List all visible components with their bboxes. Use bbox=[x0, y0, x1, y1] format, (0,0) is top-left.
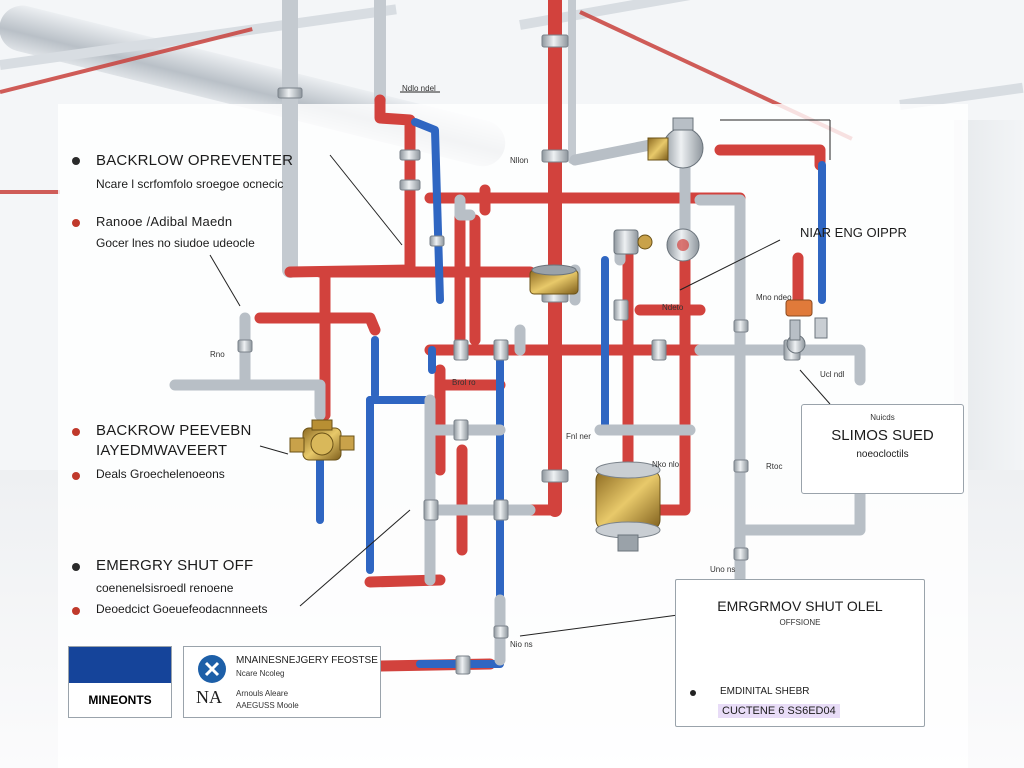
steel-pipe bbox=[734, 484, 866, 536]
hot-pipe bbox=[714, 144, 826, 171]
pipe-tag: Rno bbox=[210, 350, 225, 359]
bullet-icon bbox=[72, 472, 80, 480]
leader-line bbox=[329, 154, 403, 246]
bullet-icon bbox=[72, 563, 80, 571]
emergency-desc-2: Deoedcict Goeuefeodacnnneets bbox=[96, 602, 268, 616]
coupling bbox=[733, 547, 749, 561]
steel-pipe bbox=[169, 379, 326, 421]
pipe-tag: Ndeto bbox=[662, 303, 684, 312]
leader-line bbox=[209, 254, 241, 307]
coupling bbox=[733, 459, 749, 473]
coupling bbox=[651, 339, 667, 361]
coupling bbox=[541, 149, 569, 163]
coupling bbox=[613, 299, 629, 321]
leader-line bbox=[519, 614, 679, 637]
pipe-tag: Nio ns bbox=[510, 640, 533, 649]
backflow-preventer-desc: Ncare l scrfomfolo sroegoe ocnecic bbox=[96, 177, 284, 191]
emergency-box-line2: CUCTENE 6 SS6ED04 bbox=[718, 704, 840, 718]
bullet-icon bbox=[690, 690, 696, 696]
legend-blue-card: MINEONTS bbox=[68, 646, 172, 718]
pipe-tag: Ndlo ndel bbox=[402, 84, 436, 93]
pipe-tag: Ucl ndl bbox=[820, 370, 845, 379]
coupling bbox=[277, 87, 303, 99]
legend-logo-card: MNAINESNEJGERY FEOSTSE Ncare Ncoleg NA A… bbox=[183, 646, 381, 718]
backflow-preventer-title: BACKRLOW OPREVENTER bbox=[96, 152, 294, 169]
cold-water-lines bbox=[316, 118, 826, 668]
pipe-tag: Brol ro bbox=[452, 378, 476, 387]
coupling bbox=[493, 339, 509, 361]
leader-line bbox=[299, 509, 411, 607]
main-valve bbox=[613, 117, 704, 262]
backflow-2-desc: Deals Groechelenoeons bbox=[96, 467, 225, 481]
coupling bbox=[493, 625, 509, 639]
check-valve bbox=[785, 299, 828, 354]
ceiling-truss bbox=[0, 190, 60, 194]
pipe-tag: Nko nlo bbox=[652, 460, 680, 469]
coupling bbox=[399, 179, 421, 191]
legend-blue-text: MINEONTS bbox=[88, 693, 152, 707]
bullet-icon bbox=[72, 428, 80, 436]
legend-logo-line2: AAEGUSS Moole bbox=[236, 701, 299, 710]
hot-pipe bbox=[254, 312, 381, 336]
gate-valve bbox=[529, 264, 579, 295]
solenoid-desc: noeocloctils bbox=[856, 449, 909, 460]
coupling bbox=[399, 149, 421, 161]
pipe-tag: Nllon bbox=[510, 156, 529, 165]
emergency-title: EMERGRY SHUT OFF bbox=[96, 557, 254, 574]
leader-line bbox=[259, 445, 289, 455]
backflow-preventer-valve bbox=[289, 419, 355, 461]
emergency-desc: coenenelsisroedl renoene bbox=[96, 581, 234, 595]
risers bbox=[282, 0, 576, 517]
steel-pipe bbox=[694, 344, 866, 386]
emergency-box-small: OFFSIONE bbox=[779, 618, 821, 627]
legend-logo-mark: NA bbox=[196, 687, 222, 707]
coupling bbox=[453, 419, 469, 441]
coupling bbox=[541, 34, 569, 48]
leader-line bbox=[799, 369, 831, 405]
legend-logo-line1: Arnouls Aleare bbox=[236, 689, 289, 698]
coupling bbox=[541, 469, 569, 483]
pressure-item-title: Ranooe /Adibal Maedn bbox=[96, 214, 233, 229]
emergency-box-title: EMRGRMOV SHUT OLEL bbox=[717, 598, 883, 614]
coupling bbox=[429, 235, 445, 247]
bullet-icon bbox=[72, 157, 80, 165]
hot-pipe bbox=[654, 224, 691, 516]
legend-logo-title: MNAINESNEJGERY FEOSTSE bbox=[236, 655, 378, 666]
pressure-item-desc: Gocer lnes no siudoe udeocle bbox=[96, 236, 255, 250]
legend-band bbox=[69, 647, 171, 683]
coupling bbox=[493, 499, 509, 521]
coupling bbox=[455, 655, 471, 675]
steel-pipe bbox=[454, 194, 476, 221]
brand-logo-icon bbox=[198, 655, 226, 683]
emergency-box-line1: EMDINITAL SHEBR bbox=[720, 686, 810, 697]
leader-lines bbox=[209, 91, 831, 637]
main-shutoff-label: NIAR ENG OIPPR bbox=[800, 225, 907, 240]
legend-logo-sub: Ncare Ncoleg bbox=[236, 669, 285, 678]
pipe-tag: Rtoc bbox=[766, 462, 783, 471]
leader-line bbox=[679, 239, 781, 291]
backflow-2-title-2: IAYEDMWAVEERT bbox=[96, 442, 228, 459]
pressure-tank bbox=[595, 461, 661, 552]
hot-pipe bbox=[284, 94, 416, 278]
solenoid-title: SLIMOS SUED bbox=[831, 427, 934, 444]
steel-pipe bbox=[569, 139, 656, 166]
pipe-tag: Mno ndeo bbox=[756, 293, 792, 302]
steel-pipe bbox=[694, 194, 746, 586]
coupling bbox=[237, 339, 253, 353]
solenoid-small-label: Nuicds bbox=[870, 413, 895, 422]
pipe-tag: Uno ns bbox=[710, 565, 736, 574]
coupling bbox=[453, 339, 469, 361]
coupling bbox=[733, 319, 749, 333]
bullet-icon bbox=[72, 219, 80, 227]
pipe-tag: Fnl ner bbox=[566, 432, 591, 441]
bullet-icon bbox=[72, 607, 80, 615]
solenoid-callout: Nuicds SLIMOS SUED noeocloctils bbox=[801, 404, 964, 494]
coupling bbox=[423, 499, 439, 521]
backflow-2-title: BACKROW PEEVEBN bbox=[96, 422, 252, 439]
emergency-shutoff-callout: EMRGRMOV SHUT OLEL OFFSIONE EMDINITAL SH… bbox=[675, 579, 925, 727]
